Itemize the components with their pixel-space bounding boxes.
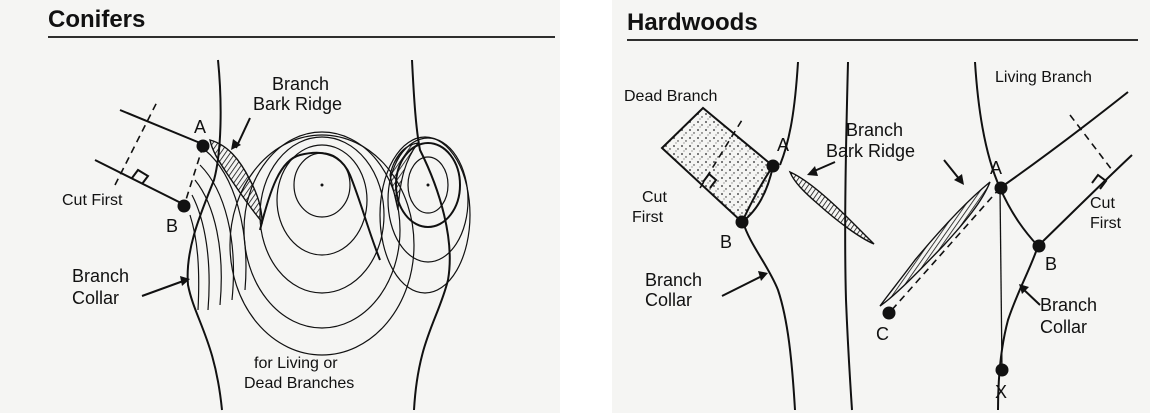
conifers-title: Conifers xyxy=(48,6,145,33)
conifer-bark-ridge-label-line1: Branch xyxy=(272,74,329,94)
hardwood-left-point-a-marker xyxy=(767,160,780,173)
hardwood-left-cut-first-line1: Cut xyxy=(642,189,667,206)
hardwood-right-collar-line1: Branch xyxy=(1040,295,1097,315)
hardwood-left-collar-line1: Branch xyxy=(645,270,702,290)
hardwood-bark-ridge-label-line2: Bark Ridge xyxy=(826,141,915,161)
hardwoods-panel: Hardwoods A B Dead Branch Cut First Bran… xyxy=(612,0,1150,413)
conifer-bark-ridge-label-line2: Bark Ridge xyxy=(253,94,342,114)
hardwood-dead-branch-label: Dead Branch xyxy=(624,88,717,105)
hardwood-point-x-label: X xyxy=(995,382,1007,402)
hardwood-left-point-b-marker xyxy=(736,216,749,229)
hardwood-point-c-marker xyxy=(883,307,896,320)
conifer-cut-first-label: Cut First xyxy=(62,192,123,209)
conifer-point-a-marker xyxy=(197,140,210,153)
hardwoods-title: Hardwoods xyxy=(627,9,758,36)
hardwood-right-point-b-label: B xyxy=(1045,254,1057,274)
conifer-branch-collar-label-line2: Collar xyxy=(72,288,119,308)
hardwood-right-point-b-marker xyxy=(1033,240,1046,253)
hardwood-right-cut-first-line2: First xyxy=(1090,215,1122,232)
conifer-caption-line2: Dead Branches xyxy=(244,375,354,392)
hardwood-right-collar-line2: Collar xyxy=(1040,317,1087,337)
hardwood-left-cut-first-line2: First xyxy=(632,209,664,226)
hardwood-bark-ridge-label-line1: Branch xyxy=(846,120,903,140)
conifers-panel: Conifers xyxy=(0,0,560,413)
conifer-point-b-label: B xyxy=(166,216,178,236)
hardwood-left-point-a-label: A xyxy=(777,135,789,155)
hardwood-left-collar-line2: Collar xyxy=(645,290,692,310)
hardwood-left-point-b-label: B xyxy=(720,232,732,252)
hardwood-right-point-a-marker xyxy=(995,182,1008,195)
hardwood-right-cut-first-line1: Cut xyxy=(1090,195,1115,212)
hardwood-point-c-label: C xyxy=(876,324,889,344)
hardwood-right-point-a-label: A xyxy=(990,158,1002,178)
conifer-point-b-marker xyxy=(178,200,191,213)
conifer-caption-line1: for Living or xyxy=(254,355,338,372)
conifer-branch-collar-label-line1: Branch xyxy=(72,266,129,286)
conifer-point-a-label: A xyxy=(194,117,206,137)
hardwood-living-branch-label: Living Branch xyxy=(995,69,1092,86)
hardwood-point-x-marker xyxy=(996,364,1009,377)
